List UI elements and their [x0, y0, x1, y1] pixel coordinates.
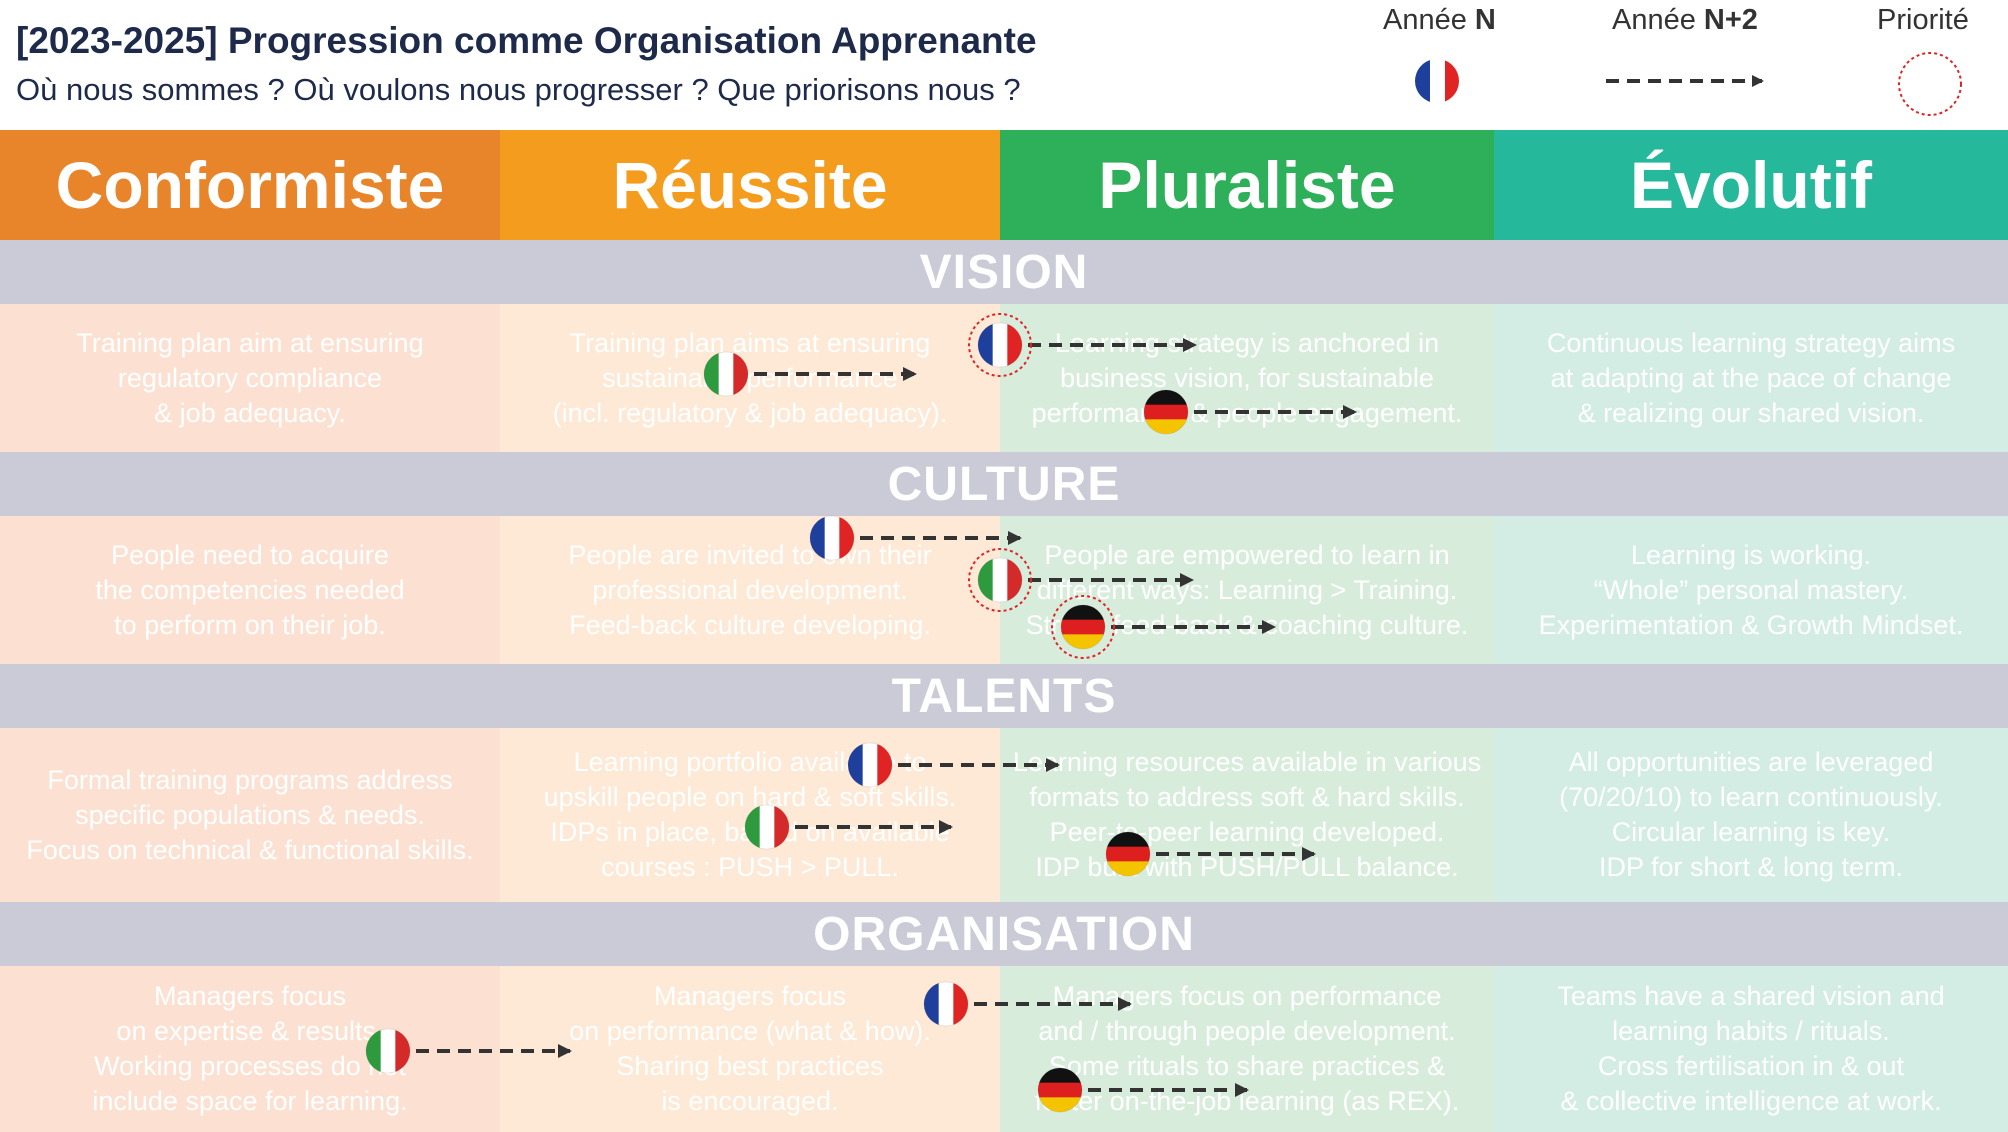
- cell-organisation-reussite: Managers focus on performance (what & ho…: [500, 966, 1000, 1132]
- cell-vision-evolutif: Continuous learning strategy aims at ada…: [1494, 304, 2008, 452]
- legend-priority-ring-icon: [1898, 52, 1962, 116]
- page-title: [2023-2025] Progression comme Organisati…: [16, 20, 1037, 61]
- legend-flag-icon: [1415, 59, 1459, 103]
- legend-graphics: [1415, 52, 1962, 116]
- cell-talents-evolutif: All opportunities are leveraged (70/20/1…: [1494, 728, 2008, 902]
- row-band-organisation: ORGANISATION: [0, 902, 2008, 966]
- column-header-evolutif: Évolutif: [1494, 130, 2008, 240]
- column-header-pluraliste: Pluraliste: [1000, 130, 1494, 240]
- cell-vision-reussite: Training plan aims at ensuring sustainab…: [500, 304, 1000, 452]
- cell-talents-pluraliste: Learning resources available in various …: [1000, 728, 1494, 902]
- cell-organisation-evolutif: Teams have a shared vision and learning …: [1494, 966, 2008, 1132]
- cell-culture-pluraliste: People are empowered to learn in differe…: [1000, 516, 1494, 664]
- row-band-talents: TALENTS: [0, 664, 2008, 728]
- cell-vision-conformiste: Training plan aim at ensuring regulatory…: [0, 304, 500, 452]
- cell-vision-pluraliste: Learning strategy is anchored in busines…: [1000, 304, 1494, 452]
- legend-priority: Priorité: [1877, 4, 1969, 36]
- legend-year-n: Année N: [1383, 4, 1496, 36]
- cell-organisation-conformiste: Managers focus on expertise & results. W…: [0, 966, 500, 1132]
- legend-year-n2: Année N+2: [1612, 4, 1758, 36]
- cell-culture-evolutif: Learning is working. “Whole” personal ma…: [1494, 516, 2008, 664]
- cell-organisation-pluraliste: Managers focus on performance and / thro…: [1000, 966, 1494, 1132]
- page-subtitle: Où nous sommes ? Où voulons nous progres…: [16, 72, 1021, 107]
- cell-culture-reussite: People are invited to own their professi…: [500, 516, 1000, 664]
- cell-talents-conformiste: Formal training programs address specifi…: [0, 728, 500, 902]
- cell-talents-reussite: Learning portfolio available to upskill …: [500, 728, 1000, 902]
- column-header-conformiste: Conformiste: [0, 130, 500, 240]
- row-band-culture: CULTURE: [0, 452, 2008, 516]
- cell-culture-conformiste: People need to acquire the competencies …: [0, 516, 500, 664]
- column-header-reussite: Réussite: [500, 130, 1000, 240]
- row-band-vision: VISION: [0, 240, 2008, 304]
- header: [2023-2025] Progression comme Organisati…: [0, 0, 2008, 130]
